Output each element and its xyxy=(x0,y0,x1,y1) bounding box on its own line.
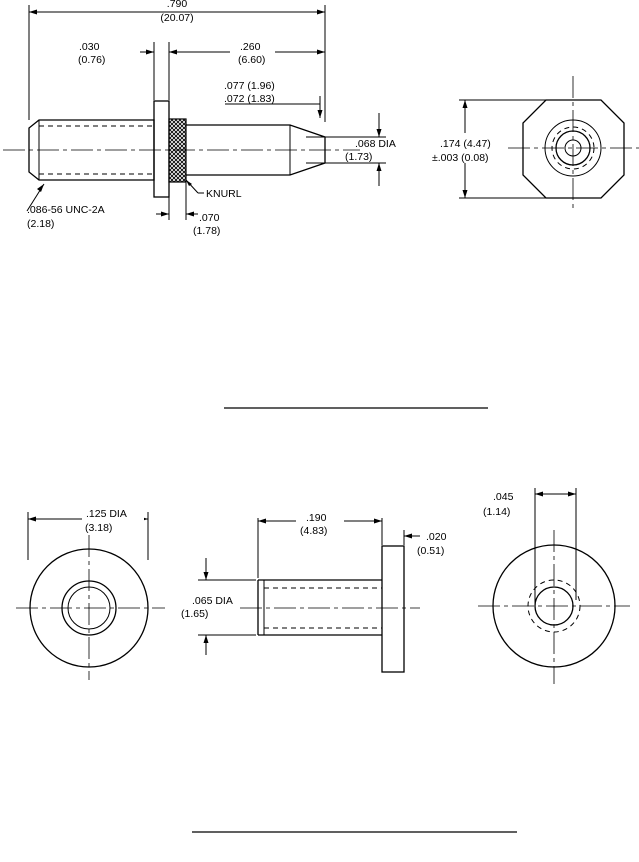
thread-spec-label: .086-56 UNC-2A xyxy=(27,204,105,216)
knurl-length-label: .070 xyxy=(199,212,220,224)
knurl-label: KNURL xyxy=(206,188,242,200)
flange-thick-label: .020 xyxy=(426,531,447,543)
knurl-length-mm-label: (1.78) xyxy=(193,225,220,237)
pin-length-label: .260 xyxy=(240,41,261,53)
pin-length-mm-label: (6.60) xyxy=(238,54,265,66)
pin-dia-max-label: .077 (1.96) xyxy=(224,80,275,92)
figure1-end-view: .174 (4.47) ±.003 (0.08) xyxy=(430,76,639,212)
hole-dia-label: .045 xyxy=(493,491,514,503)
tip-dia-label: .068 DIA xyxy=(355,138,396,150)
flange-dia-label: .125 DIA xyxy=(86,508,127,520)
flange-thickness-mm-label: (0.76) xyxy=(78,54,105,66)
hole-dia-mm-label: (1.14) xyxy=(483,506,510,518)
figure1-side-view: .790 (20.07) .030 (0.76) .260 (6.60) .07… xyxy=(3,0,396,237)
hex-size-label: .174 (4.47) xyxy=(440,138,491,150)
figure2-side-view: .190 (4.83) .020 (0.51) .065 DIA (1.65) xyxy=(181,512,447,673)
body-dia-label: .065 DIA xyxy=(192,595,233,607)
knurl-pattern xyxy=(168,118,187,183)
overall-length-label: .790 xyxy=(167,0,188,10)
body-length-mm-label: (4.83) xyxy=(300,525,327,537)
thread-spec-mm-label: (2.18) xyxy=(27,218,54,230)
figure2-rear-view: .045 (1.14) xyxy=(478,488,630,684)
figure2-front-view: .125 DIA (3.18) xyxy=(16,508,165,680)
flange-dia-mm-label: (3.18) xyxy=(85,522,112,534)
body-dia-mm-label: (1.65) xyxy=(181,608,208,620)
tip-dia-mm-label: (1.73) xyxy=(345,151,372,163)
flange-thick-mm-label: (0.51) xyxy=(417,545,444,557)
pin-dia-min-label: .072 (1.83) xyxy=(224,93,275,105)
overall-length-mm-label: (20.07) xyxy=(160,12,193,24)
hex-tolerance-label: ±.003 (0.08) xyxy=(432,152,489,164)
body-length-label: .190 xyxy=(306,512,327,524)
flange-thickness-label: .030 xyxy=(79,41,100,53)
